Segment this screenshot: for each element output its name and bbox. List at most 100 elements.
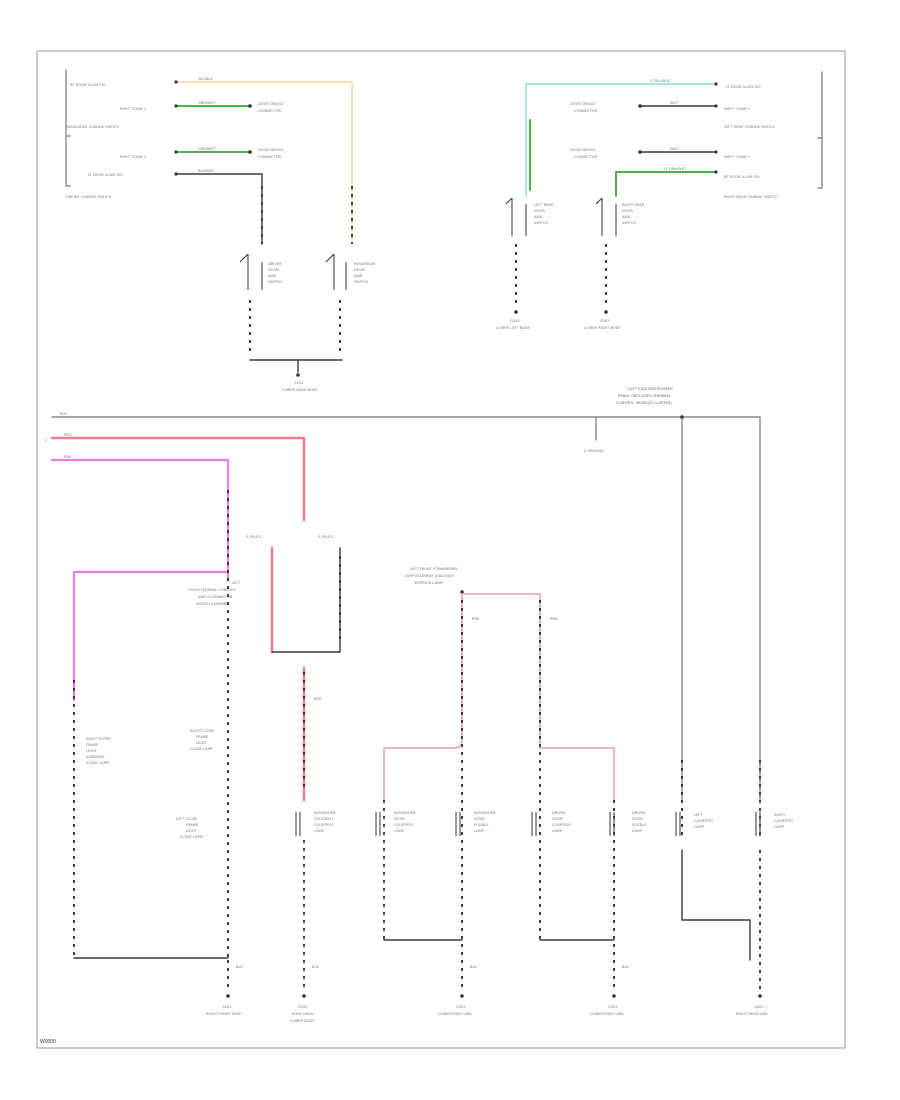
label-lamp9-b: COURTESY	[694, 819, 714, 823]
label-wire-black-b: BLK	[312, 965, 319, 969]
label-lamp5-a: PASSENGER	[394, 811, 416, 815]
diagram-code: W0000	[40, 1039, 56, 1045]
label-passenger-door: PASSENGER	[354, 262, 376, 266]
label-wire-green-1: GRN/WHT	[198, 101, 216, 105]
label-wire-pink-b: PNK	[550, 617, 558, 621]
label-module-ground: S GROUND	[584, 449, 604, 453]
label-lamp9-c: LAMP	[694, 825, 705, 829]
label-rf-module-2: LAMP ASSEMBLY (HALOGEN	[404, 574, 454, 578]
label-door-device-1: DOOR DEVICE	[258, 102, 284, 106]
label-rear-device-2b: CONNECTOR	[574, 155, 598, 159]
label-rear-device-1: DOOR DEVICE	[570, 102, 596, 106]
label-driver-door-4: SWITCH	[268, 280, 282, 284]
label-door-device-2b: CONNECTOR	[258, 155, 282, 159]
label-lamp6-c: PUDDLE	[474, 823, 489, 827]
label-wire-black-a: BLK	[236, 965, 243, 969]
wire-courtesy-return	[681, 849, 751, 961]
label-lamp2-c: LIGHT	[196, 741, 208, 745]
label-right-rear-door-2: DOOR	[622, 209, 633, 213]
label-lamp9-a: LEFT	[694, 813, 703, 817]
label-lamp8-b: DOOR	[632, 817, 643, 821]
label-rear-input-2: INPUT CONN 2	[724, 155, 750, 159]
label-left-module-2: CLOSE FEDERAL CONSOLE	[188, 588, 236, 592]
label-left-rear-door-4: SWITCH	[534, 221, 548, 225]
label-splice-1: S SPLICE	[246, 535, 262, 539]
label-driver-door: DRIVER	[268, 262, 282, 266]
label-left-rear-change-switch: LEFT REAR CHANGE SWITCH	[724, 125, 775, 129]
supply-bus-section: LEFT SIDE INSTRUMENT PANEL (INCLUDES THE…	[44, 386, 761, 801]
label-ground-2-desc-2: LOWER BODY	[290, 1019, 315, 1023]
label-lamp2-b: FRAME	[196, 735, 209, 739]
label-lamp3-b: FRAME	[186, 823, 199, 827]
passenger-courtesy-lamp-icon	[375, 812, 381, 836]
label-input-conn-1: INPUT CONN 1	[120, 107, 146, 111]
label-ground-g302: G302	[600, 319, 610, 323]
label-lamp1-e: SCENT LAMP	[86, 761, 110, 765]
label-ground-2: G202	[298, 1005, 308, 1009]
label-passenger-door-3: AJAR	[354, 274, 363, 278]
label-rear-rt-door-illum: RT DOOR ILLUM SIG	[724, 175, 760, 179]
label-lamp1-c: LIGHT	[86, 749, 98, 753]
label-lamp4-a: PASSENGER	[314, 811, 336, 815]
label-right-rear-door-4: SWITCH	[622, 221, 636, 225]
rear-door-switch-section: LT DOOR ILLUM SIG INPUT CONN 1 LEFT REAR…	[496, 71, 823, 330]
label-lamp8-a: DRIVER	[632, 811, 646, 815]
label-ground-5-desc: RIGHT REAR SIDE	[736, 1012, 768, 1016]
label-driver-door-2: DOOR	[268, 268, 279, 272]
rear-switch-module-bracket	[817, 71, 823, 189]
label-ground-1: G201	[222, 1005, 232, 1009]
label-lamp8-d: LAMP	[632, 829, 643, 833]
label-rear-device-1b: CONNECTOR	[574, 109, 598, 113]
label-rear-device-2: DOOR DEVICE	[570, 148, 596, 152]
label-lamp1-a: RIGHT OUTER	[86, 737, 111, 741]
label-driver-door-3: AJAR	[268, 274, 277, 278]
label-lamp4-b: FOOTWELL	[314, 817, 334, 821]
label-lamp3-d: SCENT LAMP	[180, 835, 204, 839]
footwell-lamp-icon	[295, 812, 301, 836]
label-left-module-4: SWITCH ASSEMBLY	[196, 602, 231, 606]
label-lamp7-a: DRIVER	[552, 811, 566, 815]
wire-cyan	[525, 83, 717, 197]
label-wire-white-1: WHT	[670, 101, 679, 105]
label-ground-g201: G201	[294, 381, 304, 385]
label-lamp7-d: LAMP	[552, 829, 563, 833]
label-bus-black: BLK	[60, 412, 67, 416]
label-lamp6-b: DOOR	[474, 817, 485, 821]
label-lamp8-c: PUDDLE	[632, 823, 647, 827]
label-wire-black: BLK/WHT	[198, 169, 215, 173]
label-passenger-door-4: SWITCH	[354, 280, 368, 284]
label-ground-5: G401	[754, 1005, 764, 1009]
driver-courtesy-lamp-icon	[531, 812, 537, 836]
label-wire-cyan: LT BLU/BLK	[650, 79, 670, 83]
label-lt-door-illum: LT DOOR ILLUM SIG	[88, 173, 123, 177]
switch-module-bracket	[65, 69, 71, 187]
label-wire-rear-green: LT GRN/WHT	[664, 167, 687, 171]
label-splice-2: S SPLICE	[318, 535, 334, 539]
label-lamp6-d: LAMP	[474, 829, 485, 833]
label-rf-module-1: LEFT FRONT STRAWBERRY	[410, 567, 458, 571]
label-wire-pink-a: PNK	[472, 617, 480, 621]
label-wire-green-2: GRN/WHT	[198, 147, 216, 151]
label-lamp1-b: FRAME	[86, 743, 99, 747]
wire-black-driver	[175, 173, 263, 245]
label-ground-3-desc: LOWER BODY SIDE	[438, 1012, 472, 1016]
bus-red	[50, 436, 306, 522]
label-lamp3-a: LEFT CLOSE	[176, 817, 198, 821]
label-lamp10-a: RIGHT	[774, 813, 786, 817]
bus-black-top	[51, 416, 761, 801]
label-input-conn-2: INPUT CONN 2	[120, 155, 146, 159]
bus-magenta	[50, 458, 230, 542]
label-ground-1-desc: RIGHT FRONT DASH	[206, 1012, 242, 1016]
label-wire-black-d: BLK	[622, 965, 629, 969]
label-rear-input-1: INPUT CONN 1	[724, 107, 750, 111]
label-ground-g302-desc: LOWER RIGHT BODY	[584, 326, 621, 330]
passenger-puddle-lamp-icon	[455, 812, 461, 836]
label-lamp6-a: PASSENGER	[474, 811, 496, 815]
label-lamp5-d: LAMP	[394, 829, 405, 833]
label-left-module-1: LEFT	[232, 581, 241, 585]
wire-pink-passenger	[383, 593, 463, 801]
label-right-rear-door-3: AJAR	[622, 215, 631, 219]
wire-magenta-left-loop	[72, 538, 230, 702]
bus-marker-1: ↑	[44, 439, 47, 443]
